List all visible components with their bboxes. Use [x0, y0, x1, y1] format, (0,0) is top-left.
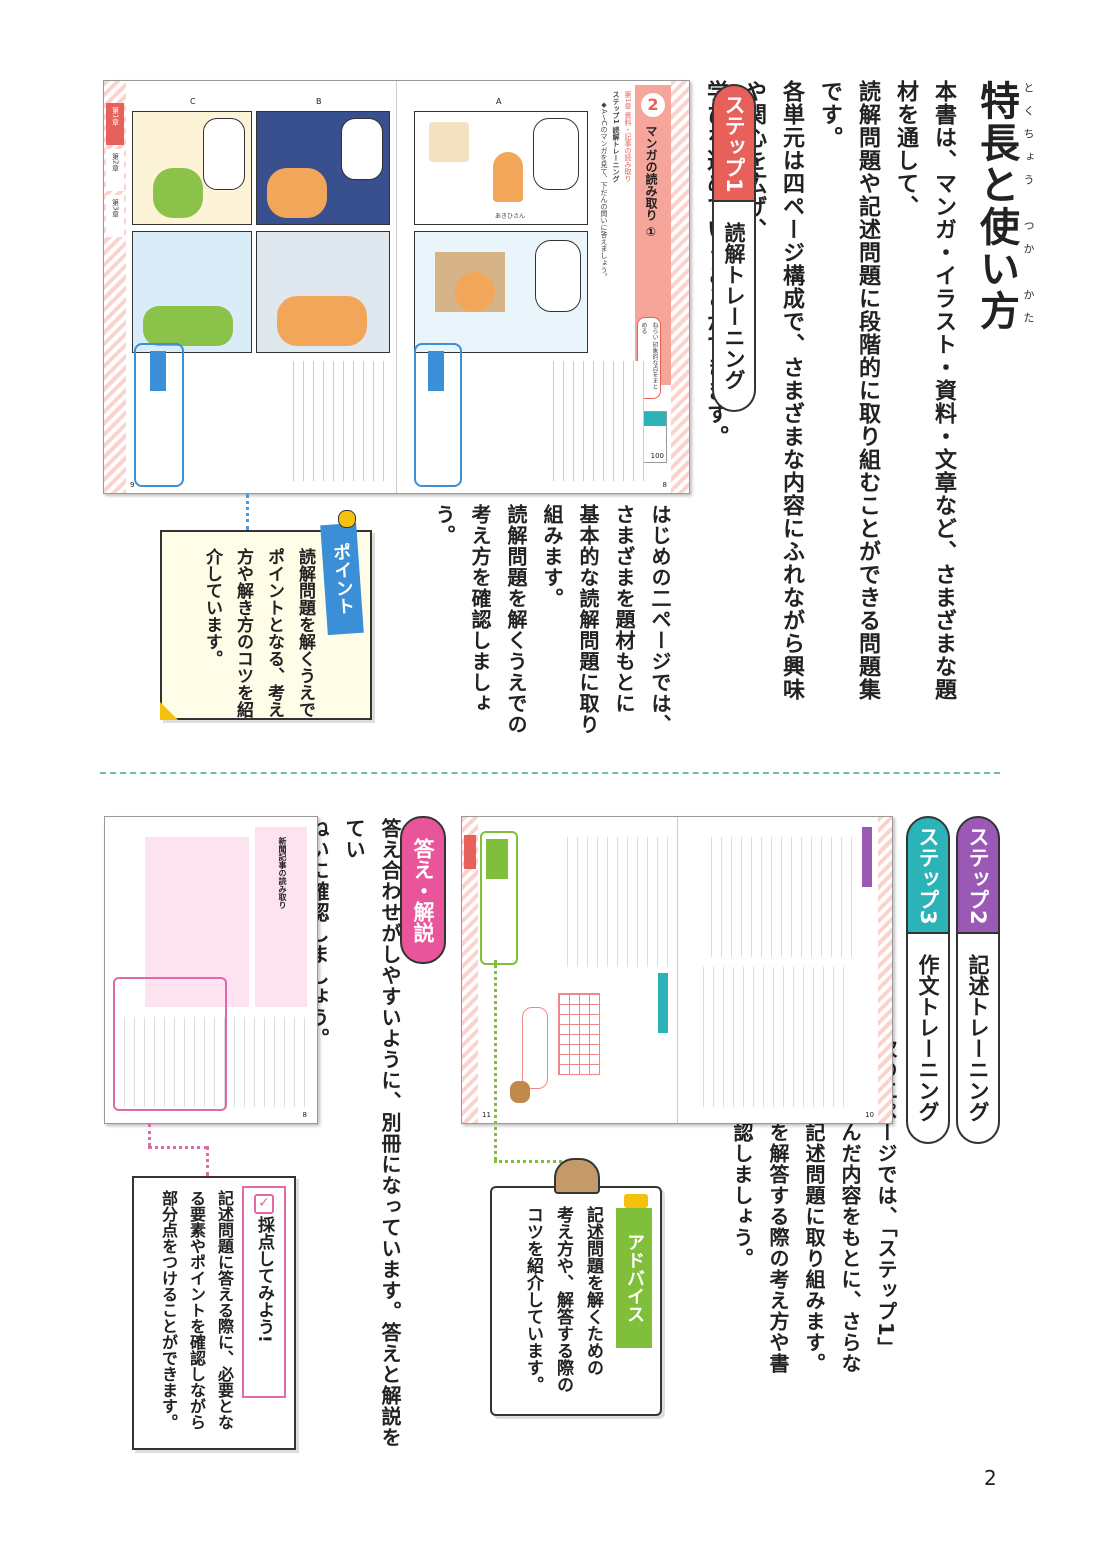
section-divider — [100, 772, 1000, 774]
question-block-left — [284, 361, 384, 481]
step2-header — [862, 827, 872, 887]
right-page-border — [671, 81, 689, 493]
pin-icon — [338, 510, 356, 528]
manga-panel-b2 — [256, 231, 390, 353]
question-block-right — [544, 361, 644, 481]
folded-corner — [160, 702, 178, 720]
answers-pill: 答え・解説 — [400, 816, 446, 964]
point-box-right — [414, 343, 462, 487]
clip-icon — [554, 1158, 600, 1194]
megaphone-icon — [624, 1194, 648, 1208]
connector-scoring-h — [148, 1146, 208, 1149]
intro-line: 読解問題や記述問題に段階的に取り組むことができる問題集です。 — [817, 80, 880, 701]
instruction: ◆A〜Cのマンガを見て、下だんの問いに答えましょう。 — [600, 101, 608, 280]
point-box-left — [134, 343, 184, 487]
manga-panel-b1 — [256, 111, 390, 225]
chapter-tab-3: 第3章 — [106, 195, 124, 237]
connector-scoring — [148, 1124, 151, 1146]
page-number: 8 — [302, 1111, 307, 1119]
scoring-note: 記述問題に答える際に、必要とな る要素やポイントを確認しながら 部分点をつけるこ… — [132, 1176, 296, 1450]
answer-title: 新聞記事の読み取り — [278, 837, 287, 909]
checkbox-icon: ✓ — [254, 1194, 274, 1214]
intro-text: 本書は、マンガ・イラスト・資料・文章など、さまざまな題材を通して、 読解問題や記… — [696, 80, 962, 720]
scoring-box-highlight — [113, 977, 227, 1111]
connector-point — [246, 494, 249, 530]
step1-description: はじめの二ページでは、 さまざまを題材もとに 基本的な読解問題に取り 組みます。… — [432, 504, 672, 735]
right-page-border — [878, 817, 892, 1123]
point-note: 読解問題を解くうえで ポイントとなる、考え 方や解き方のコツを紹 介しています。… — [160, 510, 372, 720]
advice-tag: アドバイス — [616, 1208, 652, 1348]
spine — [396, 81, 397, 493]
page-number-left: 9 — [130, 481, 135, 489]
step2-text — [702, 837, 852, 957]
manga-panel-c1 — [132, 111, 252, 225]
advice-note: 記述問題を解くための 考え方や、解答する際の コツを紹介しています。 アドバイス — [490, 1158, 662, 1416]
manga-panel-c2 — [132, 231, 252, 353]
scoring-tag-box: ✓ 採点してみよう! — [242, 1186, 286, 1398]
unit-number: 2 — [641, 93, 665, 117]
step1-name: 読解トレーニング — [712, 202, 756, 412]
advice-note-text: 記述問題を解くための 考え方や、解答する際の コツを紹介しています。 — [523, 1206, 603, 1393]
page-number-right: 8 — [662, 481, 667, 489]
advice-box-highlight — [480, 831, 518, 965]
step3-name: 作文トレーニング — [906, 934, 950, 1144]
scoring-note-text: 記述問題に答える際に、必要とな る要素やポイントを確認しながら 部分点をつけるこ… — [159, 1190, 234, 1430]
answer-text-bottom — [115, 1017, 311, 1107]
step3-header — [658, 973, 668, 1033]
step3-pill: ステップ3 作文トレーニング — [906, 816, 950, 1144]
page-number-right: 10 — [865, 1111, 874, 1119]
step1-pill: ステップ1 読解トレーニング — [712, 84, 756, 412]
mascot — [510, 1081, 530, 1103]
answer-grid-1 — [694, 967, 844, 1107]
connector-advice-h — [494, 1160, 574, 1163]
step-tag: ステップ1 読解トレーニング — [612, 91, 620, 183]
page-number-left: 11 — [482, 1111, 491, 1119]
step2-pill: ステップ2 記述トレーニング — [956, 816, 1000, 1144]
speech-bubble — [522, 1007, 548, 1089]
sample-answer-booklet: 新聞記事の読み取り 8 — [104, 816, 318, 1124]
unit-title: マンガの読み取り ① — [644, 125, 658, 240]
intro-line: 本書は、マンガ・イラスト・資料・文章など、さまざまな題材を通して、 — [893, 80, 956, 701]
scoring-tag: 採点してみよう! — [254, 1216, 274, 1343]
step2-label: ステップ2 — [956, 816, 1000, 934]
step2-name: 記述トレーニング — [956, 934, 1000, 1144]
page-title: 特長と使い方 — [973, 80, 1019, 332]
grid-cells — [558, 993, 600, 1075]
spine — [677, 817, 678, 1123]
body-text — [558, 837, 668, 967]
point-note-text: 読解問題を解くうえで ポイントとなる、考え 方や解き方のコツを紹 介しています。 — [202, 548, 315, 718]
left-page-border — [462, 817, 478, 1123]
chapter-tab-2: 第2章 — [106, 149, 124, 191]
manga-panel-a1: あきひさん — [414, 111, 588, 225]
sample-spread-step1: 第1章 第2章 第3章 2 マンガの読み取り ① 第1章 資料・記事の読み取り … — [103, 80, 690, 494]
panel-label-c: C — [190, 97, 196, 106]
page-number: 2 — [984, 1466, 997, 1490]
panel-label-b: B — [316, 97, 322, 106]
connector-advice — [494, 960, 497, 1160]
chapter-tab-1: 第1章 — [106, 103, 124, 145]
panel-label-a: A — [496, 97, 502, 106]
step3-label: ステップ3 — [906, 816, 950, 934]
step1-label: ステップ1 — [712, 84, 756, 202]
title-ruby: とくちょう つか かた — [1022, 82, 1035, 335]
point-tag: ポイント — [320, 522, 364, 636]
manga-panel-a2 — [414, 231, 588, 353]
section-label: 第1章 資料・記事の読み取り — [624, 91, 632, 182]
connector-scoring-v2 — [206, 1146, 209, 1176]
sample-spread-step2-3: 11 10 — [461, 816, 893, 1124]
answer-header — [255, 827, 307, 1007]
chapter-tab — [464, 835, 476, 869]
